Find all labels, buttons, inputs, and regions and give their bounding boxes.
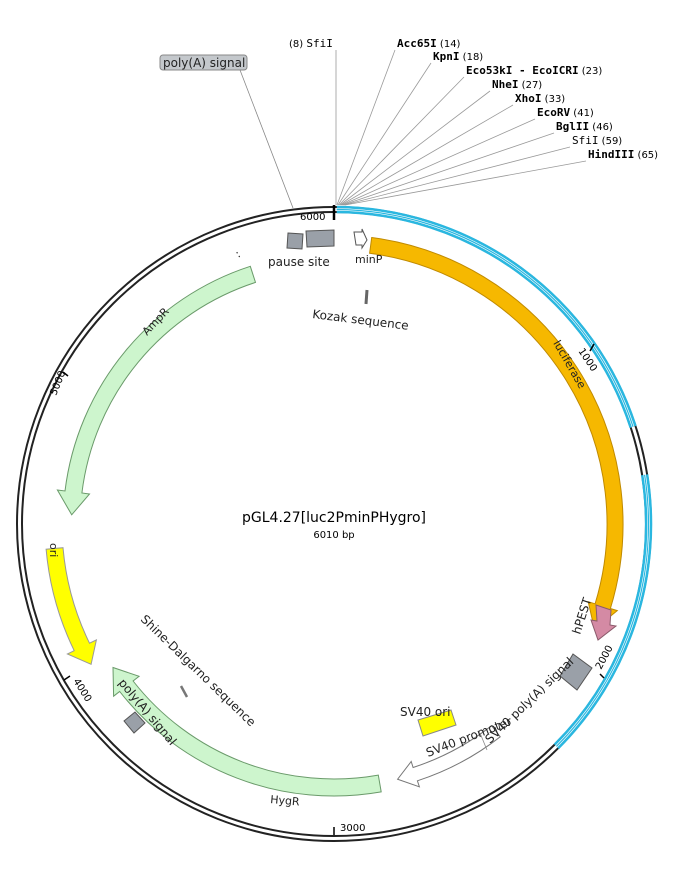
ampr-feature — [56, 265, 257, 516]
ori-label: ori — [47, 543, 60, 557]
site-leader-9 — [344, 160, 587, 206]
site-label-8: SfiI (59) — [572, 134, 622, 147]
site-label-9: HindIII (65) — [588, 148, 658, 161]
site-label-4: NheI (27) — [492, 78, 542, 91]
polya-bottom-box — [123, 711, 146, 734]
site-label-5: XhoI (33) — [515, 92, 565, 105]
site-leader-3 — [338, 76, 465, 206]
sv40-polya-label: SV40 poly(A) signal — [482, 655, 576, 746]
site-label-2: KpnI (18) — [433, 50, 483, 63]
luciferase-feature — [369, 236, 624, 631]
tick-3000: 3000 — [333, 823, 365, 835]
tick-label-4000: 4000 — [70, 677, 93, 704]
ampr-dots: : — [233, 247, 243, 260]
plasmid-name: pGL4.27[luc2PminPHygro] — [242, 510, 426, 526]
site-label-7: BglII (46) — [556, 120, 613, 133]
tick-label-3000: 3000 — [340, 823, 365, 834]
sv40-polya-leader — [479, 732, 488, 751]
hpest-label: hPEST — [570, 595, 595, 636]
tick-5000: 5000 — [49, 369, 69, 397]
site-leader-5 — [340, 104, 514, 206]
hpest-feature — [590, 604, 618, 641]
tick-2000: 2000 — [594, 644, 616, 679]
sv40-promoter-feature — [396, 724, 501, 788]
tick-4000: 4000 — [63, 675, 93, 704]
plasmid-size: 6010 bp — [313, 530, 354, 541]
kozak-label: Kozak sequence — [312, 307, 410, 333]
sv40-polya-box — [559, 653, 593, 691]
tick-label-6000: 6000 — [300, 212, 325, 223]
polya-top-leader — [239, 69, 294, 209]
tick-label-5000: 5000 — [49, 369, 69, 397]
pause-site-box-2 — [305, 229, 335, 248]
sv40-ori-label: SV40 ori — [400, 705, 451, 719]
polya-top-badge — [159, 54, 248, 71]
site-label-3: Eco53kI - EcoICRI (23) — [466, 64, 602, 77]
pause-site-box-1 — [286, 232, 304, 250]
sv40-ori-feature — [417, 709, 457, 737]
minp-feature — [353, 228, 368, 250]
kozak-mark — [364, 289, 369, 305]
site-label-0: (8) SfiI — [289, 37, 333, 50]
minp-label: minP — [355, 253, 383, 266]
site-leader-4 — [339, 90, 491, 206]
hygr-label: HygR — [270, 793, 301, 809]
site-leader-7 — [342, 132, 555, 206]
site-leader-6 — [341, 118, 536, 206]
pause-site-label: pause site — [268, 255, 330, 269]
polya-bottom-label: poly(A) signal — [116, 676, 180, 748]
site-leader-1 — [336, 49, 396, 206]
selection-arcs — [336, 205, 653, 750]
restriction-sites: (8) SfiI Acc65I (14)KpnI (18)Eco53kI - Ec… — [289, 37, 658, 206]
site-label-6: EcoRV (41) — [537, 106, 594, 119]
polya-top-label: poly(A) signal — [163, 56, 245, 70]
tick-6000: 6000 — [300, 212, 325, 223]
site-leader-8 — [343, 146, 571, 206]
hygr-feature — [112, 666, 382, 797]
site-leader-2 — [337, 62, 432, 206]
site-label-1: Acc65I (14) — [397, 37, 461, 50]
ori-feature — [45, 547, 98, 666]
shine-dalgarno-mark — [179, 685, 189, 698]
